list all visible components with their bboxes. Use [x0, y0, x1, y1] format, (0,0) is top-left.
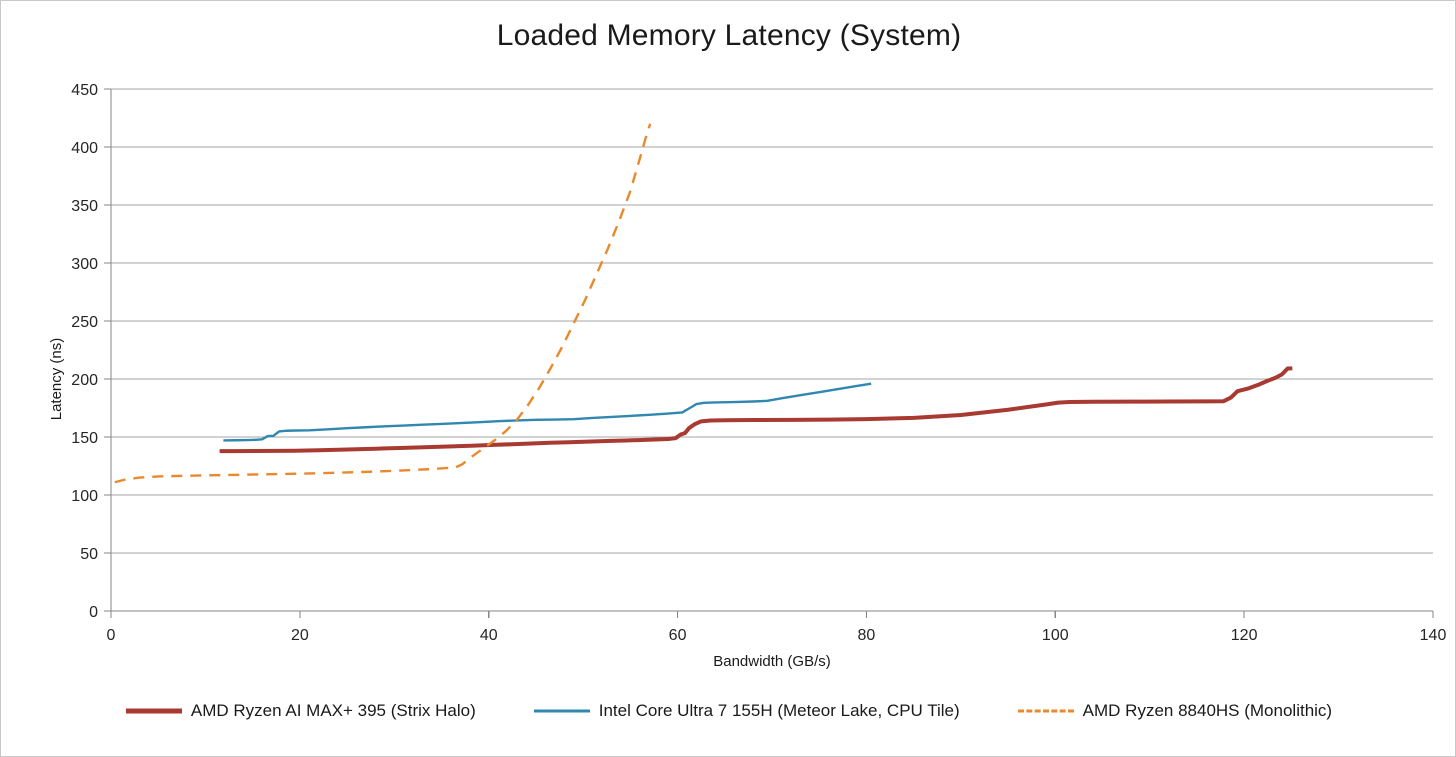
y-tick-label: 150	[71, 430, 98, 447]
series-line-1	[219, 366, 1293, 454]
y-tick-label: 450	[71, 82, 98, 99]
y-tick-label: 300	[71, 256, 98, 273]
legend-item-3[interactable]: AMD Ryzen 8840HS (Monolithic)	[1017, 701, 1333, 721]
y-tick-label: 0	[89, 604, 98, 621]
series-line-2	[223, 382, 872, 442]
x-tick-label: 20	[291, 627, 309, 644]
legend-label-2: Intel Core Ultra 7 155H (Meteor Lake, CP…	[598, 701, 960, 720]
x-tick-label: 0	[107, 627, 116, 644]
legend-label-3: AMD Ryzen 8840HS (Monolithic)	[1082, 701, 1333, 720]
y-tick-label: 100	[71, 488, 98, 505]
y-tick-label: 350	[71, 198, 98, 215]
chart-legend: AMD Ryzen AI MAX+ 395 (Strix Halo) Intel …	[1, 701, 1456, 721]
plot-area: 0 50 100 150 200 250 300 350 400 450 0 20 40 60 80 100 1…	[71, 82, 1447, 644]
series-line-3	[114, 123, 652, 484]
y-tick-label: 250	[71, 314, 98, 331]
x-tick-label: 40	[480, 627, 498, 644]
legend-swatch-3	[1017, 704, 1074, 718]
x-tick-label: 60	[669, 627, 687, 644]
x-tick-label: 100	[1042, 627, 1069, 644]
y-tick-label: 400	[71, 140, 98, 157]
y-tick-label: 50	[80, 546, 98, 563]
y-tick-label: 200	[71, 372, 98, 389]
legend-label-1: AMD Ryzen AI MAX+ 395 (Strix Halo)	[190, 701, 476, 720]
x-tick-label: 140	[1420, 627, 1447, 644]
x-tick-label: 80	[858, 627, 876, 644]
legend-swatch-1	[125, 704, 182, 718]
x-axis-title: Bandwidth (GB/s)	[713, 653, 831, 670]
legend-item-2[interactable]: Intel Core Ultra 7 155H (Meteor Lake, CP…	[533, 701, 960, 721]
legend-item-1[interactable]: AMD Ryzen AI MAX+ 395 (Strix Halo)	[125, 701, 476, 721]
chart-title: Loaded Memory Latency (System)	[496, 19, 962, 52]
legend-swatch-2	[533, 704, 590, 718]
x-tick-label: 120	[1231, 627, 1258, 644]
